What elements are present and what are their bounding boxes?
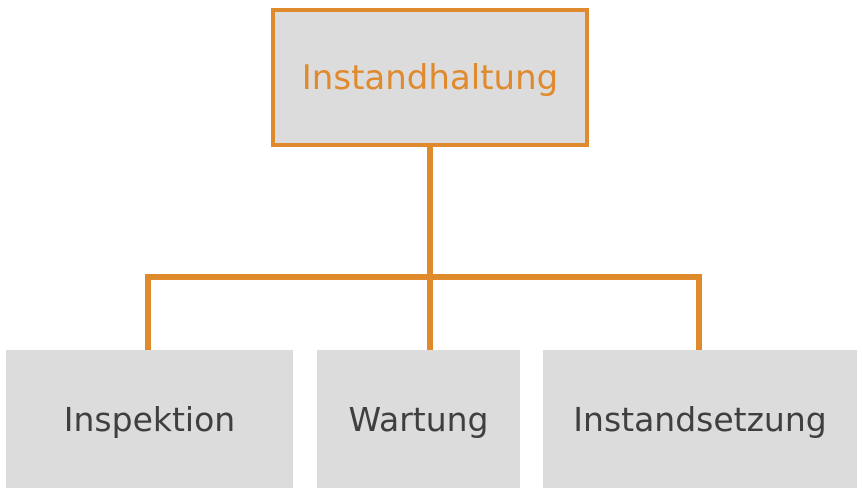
child-node-box-wartung: Wartung	[317, 350, 520, 488]
child-node-label-instandsetzung: Instandsetzung	[573, 399, 827, 439]
child-node-box-inspektion: Inspektion	[6, 350, 293, 488]
child-node-label-wartung: Wartung	[348, 399, 489, 439]
root-node-label: Instandhaltung	[301, 57, 559, 98]
root-node-box: Instandhaltung	[271, 8, 589, 147]
child-node-box-instandsetzung: Instandsetzung	[543, 350, 857, 488]
child-node-label-inspektion: Inspektion	[63, 399, 236, 439]
